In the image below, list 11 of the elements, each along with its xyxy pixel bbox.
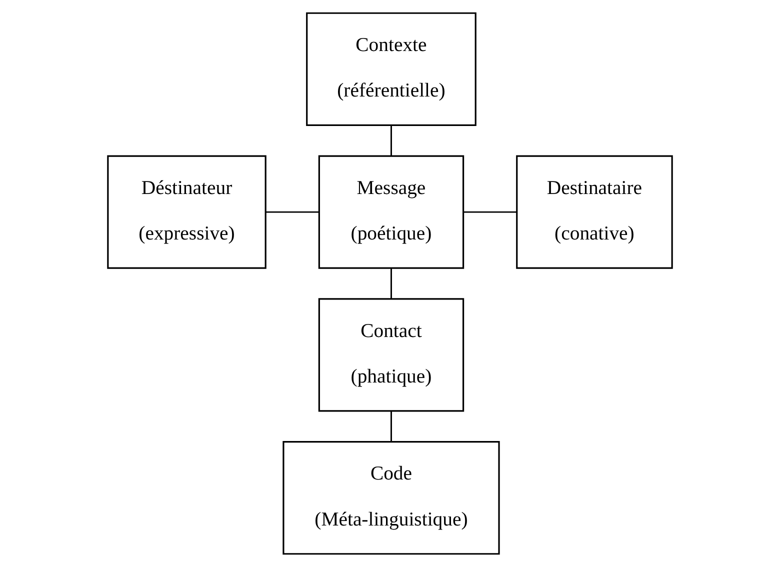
node-box: Destinataire (conative) [516,155,673,269]
node-box: Message (poétique) [318,155,464,269]
node-box: Déstinateur (expressive) [107,155,266,269]
node-box: Code (Méta-linguistique) [282,440,500,555]
connector [463,211,517,213]
connector [390,126,392,156]
node-box: Contexte (référentielle) [306,12,476,126]
connector [390,268,392,299]
node-box: Contact (phatique) [318,298,464,412]
connector [266,211,319,213]
connector [390,411,392,442]
